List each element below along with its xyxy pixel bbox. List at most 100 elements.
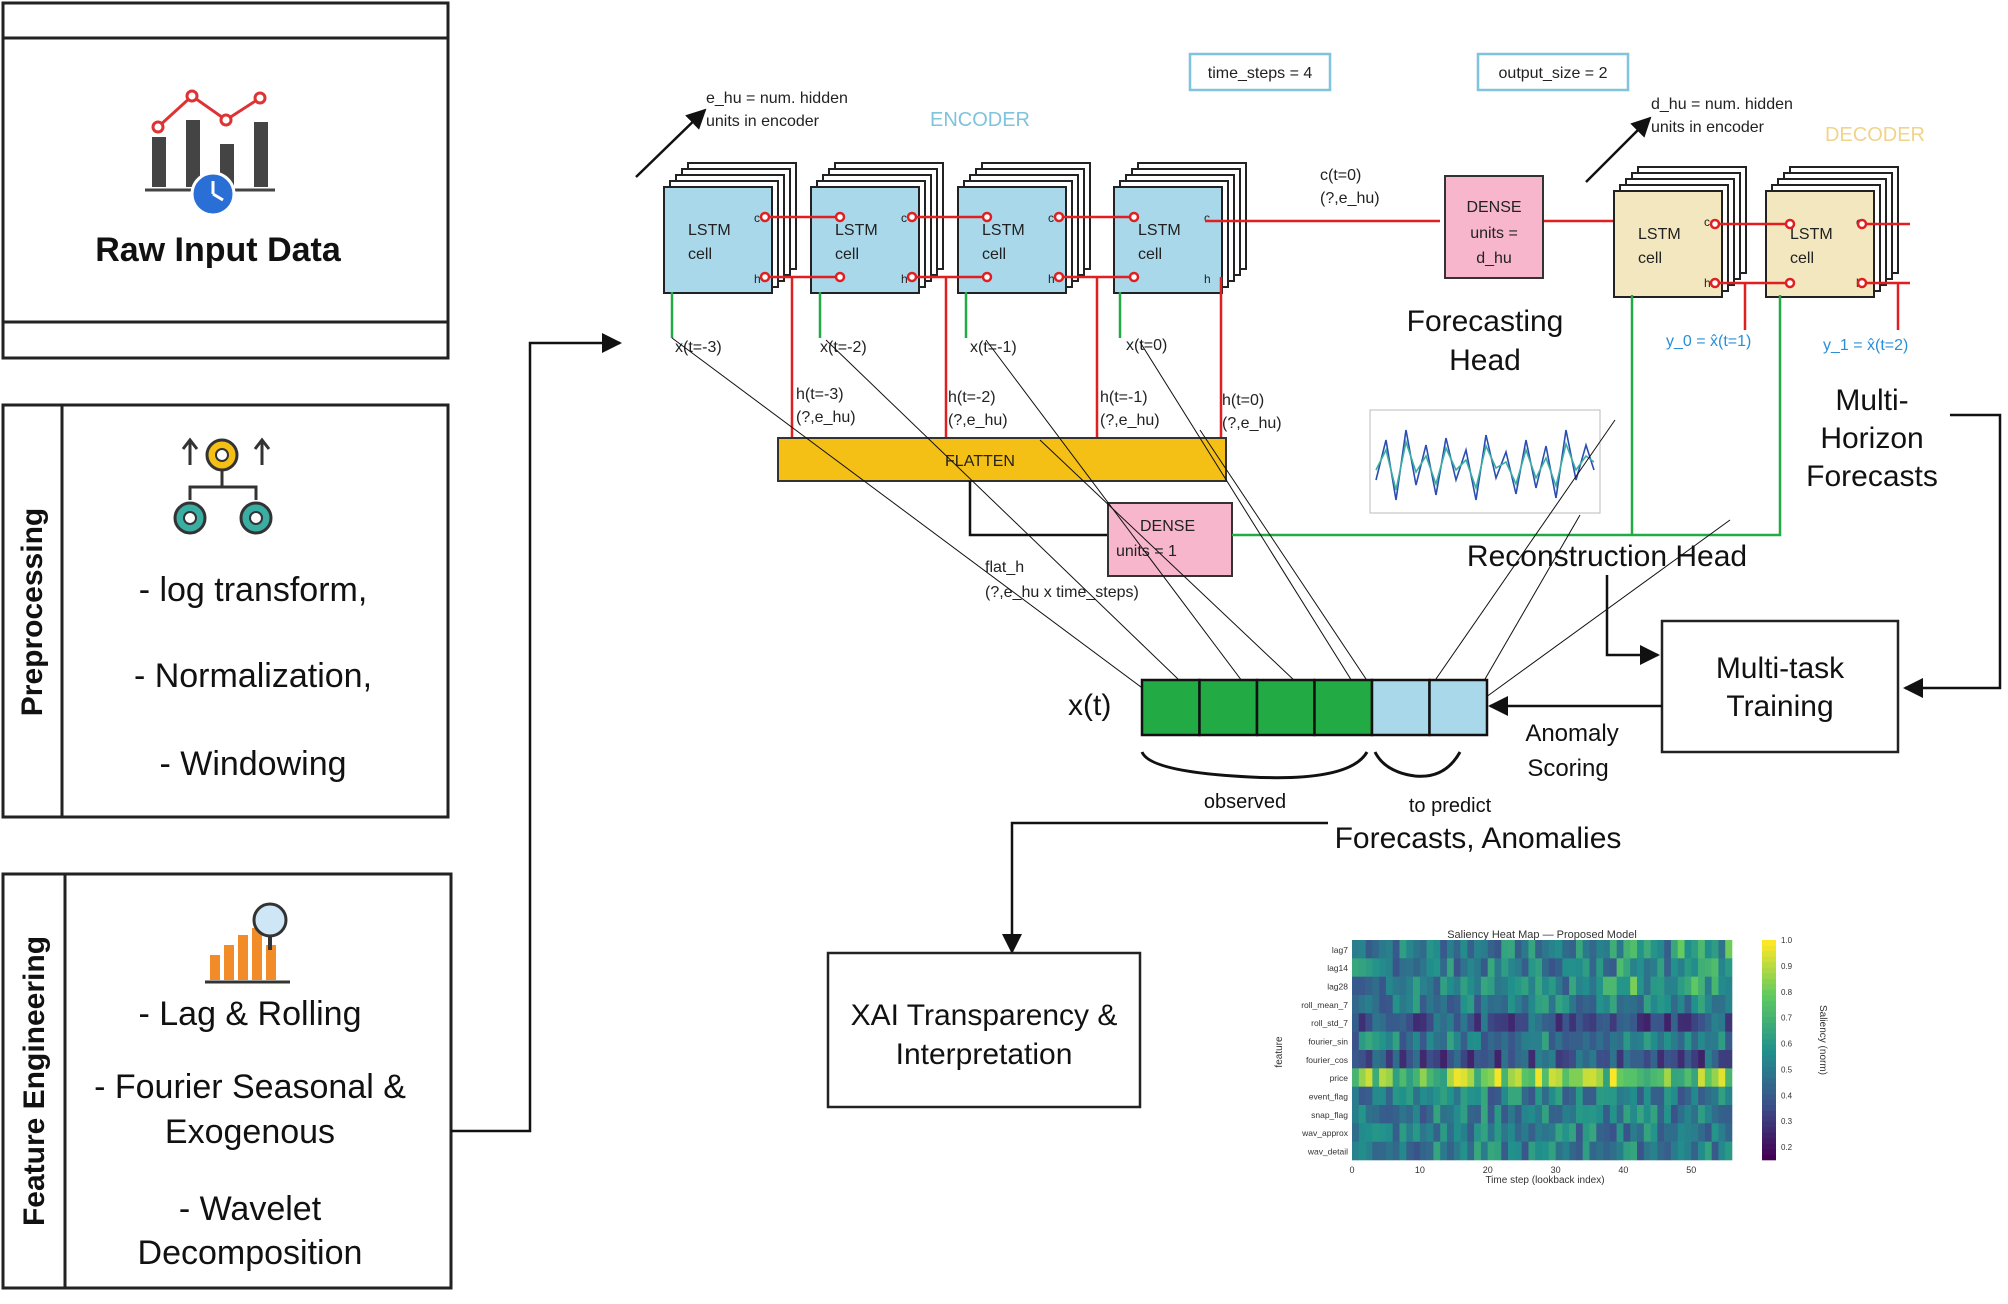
heatmap-cell (1365, 995, 1373, 1014)
heatmap-cell (1365, 940, 1373, 959)
heatmap-cell (1460, 1068, 1468, 1087)
heatmap-cell (1447, 1086, 1455, 1106)
heatmap-cell (1447, 1105, 1455, 1124)
heatmap-cell (1677, 1086, 1685, 1106)
heatmap-cell (1385, 1068, 1394, 1087)
heatmap-cell (1365, 1105, 1373, 1124)
heatmap-cell (1650, 1031, 1658, 1051)
heatmap-cell (1453, 995, 1461, 1014)
heatmap-cell (1542, 958, 1550, 977)
heatmap-cell (1698, 958, 1706, 977)
heatmap-cell (1352, 995, 1360, 1014)
sequence-label: x(t) (1068, 689, 1111, 722)
heatmap-cell (1514, 1086, 1522, 1106)
heatmap-cell (1643, 958, 1651, 977)
heatmap-cell (1542, 995, 1550, 1014)
heatmap-cell (1521, 1031, 1529, 1051)
heatmap-cell (1453, 958, 1461, 977)
heatmap-cell (1426, 1086, 1434, 1106)
heatmap-cell (1467, 1068, 1475, 1087)
heatmap-cell (1711, 995, 1719, 1014)
heatmap-cell (1670, 1105, 1679, 1124)
heatmap-cell (1487, 940, 1495, 959)
time-steps-label: time_steps = 4 (1208, 65, 1313, 82)
sequence-cells (1140, 678, 1489, 737)
heatmap-cell (1440, 995, 1448, 1014)
heatmap-cell (1711, 1050, 1719, 1069)
heatmap-cell (1392, 1105, 1400, 1124)
heatmap-cell (1637, 940, 1645, 959)
heatmap-cell (1562, 995, 1570, 1014)
heatmap-cell (1603, 1141, 1611, 1161)
heatmap-cell (1474, 940, 1482, 959)
heatmap-cell (1514, 976, 1522, 996)
heatmap-cell (1637, 995, 1645, 1014)
heatmap-cell (1677, 1141, 1685, 1161)
heatmap-cell (1623, 1031, 1631, 1051)
heatmap-cell (1664, 1123, 1672, 1142)
heatmap-cell (1609, 995, 1617, 1014)
heatmap-cell (1562, 1068, 1570, 1087)
heatmap-cell (1413, 1068, 1421, 1087)
heatmap-cell (1623, 1141, 1631, 1161)
heatmap-cell (1569, 976, 1577, 996)
heatmap-cell (1365, 1068, 1373, 1087)
heatmap-cell (1392, 1086, 1400, 1106)
chart-magnifier-icon (205, 902, 290, 984)
heatmap-cell (1372, 1050, 1380, 1069)
colorbar-segment (1762, 1044, 1776, 1051)
heatmap-cell (1582, 958, 1590, 977)
heatmap-cell (1555, 1141, 1563, 1161)
heatmap-cell (1372, 1105, 1380, 1124)
heatmap-cell (1494, 1123, 1502, 1142)
time-steps-box: time_steps = 4 (1188, 52, 1332, 92)
heatmap-cell (1704, 1123, 1712, 1142)
heatmap-cell (1487, 1086, 1495, 1106)
colorbar-segment (1762, 1083, 1776, 1089)
heatmap-cell (1670, 995, 1679, 1014)
heatmap-cell (1352, 1086, 1360, 1106)
heatmap-cell (1691, 1141, 1699, 1161)
heatmap-cell (1528, 1013, 1536, 1032)
heatmap-cell (1637, 1068, 1645, 1087)
heatmap-cell (1569, 958, 1577, 977)
heatmap-cell (1440, 1031, 1448, 1051)
heatmap-cell (1711, 1141, 1719, 1161)
heatmap-cell (1514, 1123, 1522, 1142)
heatmap-cell (1426, 1013, 1434, 1032)
heatmap-cell (1365, 1141, 1373, 1161)
heatmap-cell (1711, 1123, 1719, 1142)
heatmap-cell (1616, 1013, 1624, 1032)
heatmap-cell (1447, 958, 1455, 977)
heatmap-cell (1630, 1050, 1638, 1069)
heatmap-cell (1460, 995, 1468, 1014)
heatmap-cell (1358, 1141, 1366, 1161)
raw-input-title: Raw Input Data (95, 231, 342, 269)
heatmap-cell (1637, 1141, 1645, 1161)
heatmap-cell (1630, 1031, 1638, 1051)
heatmap-cell (1643, 1123, 1651, 1142)
encoder-input-label: x(t=-3) (675, 339, 722, 356)
heatmap-cell (1718, 1050, 1726, 1069)
heatmap-cell (1508, 1013, 1516, 1032)
heatmap-cell (1650, 1050, 1658, 1069)
heatmap-cell (1542, 1031, 1550, 1051)
heatmap-cell (1616, 995, 1624, 1014)
heatmap-cell (1352, 940, 1360, 959)
heatmap-cell (1426, 1123, 1434, 1142)
heatmap-cell (1562, 976, 1570, 996)
heatmap-cell (1609, 1105, 1617, 1124)
heatmap-feature-label: snap_flag (1311, 1110, 1348, 1120)
heatmap-cell (1399, 958, 1407, 977)
heatmap-cell (1392, 1141, 1400, 1161)
heatmap-cell (1440, 1123, 1448, 1142)
heatmap-cell (1494, 976, 1502, 996)
heatmap-cell (1413, 1105, 1421, 1124)
heatmap-cell (1670, 958, 1679, 977)
heatmap-cell (1535, 1013, 1543, 1032)
heatmap-cell (1698, 1050, 1706, 1069)
heatmap-cell (1575, 1050, 1584, 1069)
heatmap-cell (1474, 995, 1482, 1014)
heatmap-cell (1704, 1013, 1712, 1032)
